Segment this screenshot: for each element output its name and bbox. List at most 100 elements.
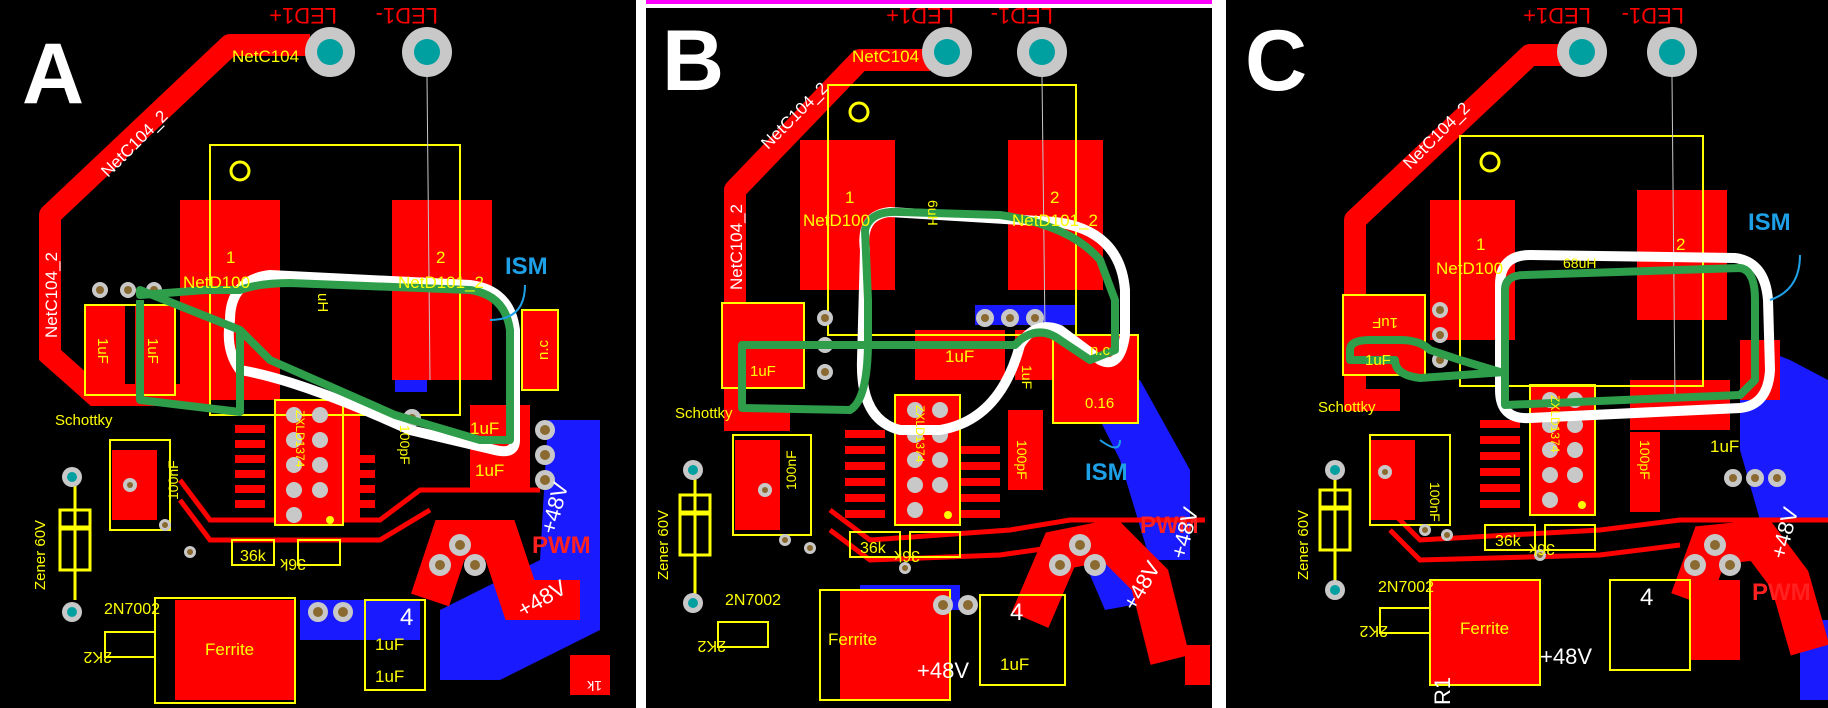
- panel-b-schottky-label: Schottky: [675, 405, 733, 422]
- panel-b-36k-label-2: 36k: [893, 547, 920, 564]
- panel-b-2k2-label: 2K2: [697, 637, 726, 654]
- panel-a-netd100-label: NetD100: [183, 273, 250, 292]
- panel-b-small-vias: [683, 309, 1106, 615]
- panel-c-ic-pins: [1480, 420, 1520, 508]
- panel-b-pin1-marker: [848, 101, 870, 123]
- panel-b-bottom-copper-4: [975, 305, 1075, 325]
- panel-b-ic-label: ZXLD1374: [913, 405, 927, 463]
- panel-c: C LED1+ LED1- NetC104_2 1 2 NetD100 68uH…: [1245, 3, 1828, 705]
- panel-a-nc-label: n.c: [535, 339, 552, 360]
- panel-c-ism-leader: [1769, 254, 1801, 301]
- panel-a-ism-leader: [489, 284, 526, 321]
- panel-b-mosfet-label: 2N7002: [725, 592, 781, 609]
- panel-c-pin2-label: 2: [1676, 235, 1685, 254]
- panel-b-netd100-label: NetD100: [803, 211, 870, 230]
- panel-c-ferrite-outline: [1429, 579, 1541, 686]
- panel-c-small-vias: [1325, 302, 1786, 600]
- panel-b-ferrite-pad: [840, 590, 950, 700]
- panel-b-top-edge: [646, 0, 1212, 4]
- panel-b-100pf-label: 100pF: [1014, 440, 1030, 480]
- panel-b-ism-leader: [1099, 439, 1121, 449]
- panel-b-cap4-label: 4: [1010, 599, 1023, 626]
- panel-a-letter: A: [22, 26, 84, 122]
- panel-a-ic-vias: [286, 407, 334, 524]
- panel-a-mosfet-label: 2N7002: [104, 601, 160, 618]
- panel-c-schottky-label: Schottky: [1318, 399, 1376, 416]
- panel-c-ferrite-pad: [1430, 580, 1540, 685]
- panel-b-016-label: 0.16: [1085, 395, 1114, 412]
- panel-a-1uf-label-2: 1uF: [144, 338, 161, 364]
- panel-c-36k-label-1: 36k: [1495, 533, 1522, 550]
- panel-c-right-pad: [1690, 580, 1740, 660]
- panel-c-netc104-trace: [1344, 44, 1570, 320]
- panel-c-signal-trace-2: [1388, 528, 1681, 563]
- panel-c-pwm-label: PWM: [1752, 579, 1811, 606]
- panel-c-cap4-label: 4: [1640, 584, 1653, 611]
- panel-c-mosfet-label: 2N7002: [1378, 579, 1434, 596]
- panel-c-letter: C: [1245, 13, 1307, 109]
- panel-a-uh-label: uH: [314, 293, 331, 312]
- panel-b-pin2-label: 2: [1050, 188, 1059, 207]
- panel-b-pwm-label: PWM: [1140, 512, 1199, 539]
- panel-c-led-minus-label: LED1-: [1622, 3, 1684, 28]
- panel-a-1uf-label-3: 1uF: [470, 419, 499, 438]
- panel-b-ic-body: [895, 395, 960, 525]
- panel-c-1uf-label-3: 1uF: [1710, 437, 1739, 456]
- panel-c-36k-label-2: 36k: [1528, 540, 1555, 557]
- panel-b-ic-outline: [894, 394, 961, 526]
- panel-a-1k-pad: [570, 655, 610, 695]
- panel-b-green-loop: [738, 207, 1119, 414]
- panel-b-netd101-label: NetD101_2: [1012, 211, 1098, 230]
- panel-b-48v-label-3: +48V: [917, 658, 969, 683]
- panel-b-ferrite-outline: [819, 589, 951, 701]
- panel-b-zener-body: [678, 493, 712, 557]
- panel-c-led-plus-label: LED1+: [1523, 3, 1591, 28]
- panel-a-signal-trace-1: [178, 478, 540, 523]
- panel-b-edge-pad: [1185, 645, 1210, 685]
- panel-a-100nf-label: 100nF: [165, 460, 181, 500]
- panel-b-36k-outline-2: [909, 531, 961, 558]
- panel-a-1uf-label-6: 1uF: [375, 667, 404, 686]
- panel-c-pin1-label: 1: [1476, 235, 1485, 254]
- panel-a-ferrite-outline: [154, 597, 296, 704]
- panel-a-ferrite-pad: [175, 600, 295, 700]
- panel-b-100nf-label: 100nF: [783, 450, 799, 490]
- panel-c-zener-label: Zener 60V: [1295, 510, 1312, 580]
- panel-b-inductor-outline: [827, 84, 1077, 336]
- panel-b-netc104-trace: [724, 49, 930, 300]
- panel-b-1uf-label-3: 1uF: [1019, 365, 1035, 389]
- panel-c-signal-trace-1: [1388, 508, 1828, 543]
- panel-b-100nf-pad: [735, 440, 780, 530]
- panel-b-uh-label: 6uH: [925, 200, 941, 226]
- panel-b-nc-label: n.c: [1090, 342, 1111, 359]
- panel-c-green-loop: [1346, 264, 1759, 409]
- panel-b-100nf-outline: [732, 434, 812, 536]
- panel-b-led-minus-label: LED1-: [991, 3, 1053, 28]
- panel-a-led-plus-label: LED1+: [269, 3, 337, 28]
- panel-a-led-ratsnest: [426, 76, 431, 381]
- panel-a-ic-label: ZXLD1374: [293, 410, 307, 468]
- panel-c-netd100-label: NetD100: [1436, 259, 1503, 278]
- panel-b-bottom-copper: [1080, 380, 1190, 560]
- panel-a-nc-pad: [522, 310, 558, 390]
- panel-c-ferrite-label: Ferrite: [1460, 619, 1509, 638]
- panel-c-100pf-pad: [1630, 432, 1660, 512]
- panel-c-1uf-bottom-outline: [1609, 579, 1691, 671]
- panel-c-48v-label-2: +48V: [1540, 644, 1592, 669]
- panel-a-ic-body: [275, 400, 343, 525]
- panel-c-led-ratsnest: [1671, 76, 1676, 401]
- panel-a-signal-trace-2: [178, 498, 432, 543]
- panel-c-100pf-label: 100pF: [1637, 440, 1653, 480]
- panel-a-100nf-outline: [109, 439, 171, 531]
- panel-c-ic-label: ZXLD1374: [1548, 395, 1562, 453]
- panel-a-1uf-outline: [84, 304, 176, 396]
- panel-a-1uf-label-1: 1uF: [94, 338, 111, 364]
- panel-c-uh-label: 68uH: [1563, 255, 1596, 271]
- panel-b-nc-outline: [1052, 334, 1139, 424]
- panel-b-2k2-outline: [717, 621, 769, 648]
- panel-a-green-loop: [136, 279, 514, 444]
- panel-b-36k-label-1: 36k: [860, 540, 887, 557]
- panel-a-cap4-label: 4: [400, 604, 413, 631]
- panel-a-36k-outline-1: [231, 539, 275, 566]
- panel-c-zener-body: [1318, 488, 1352, 552]
